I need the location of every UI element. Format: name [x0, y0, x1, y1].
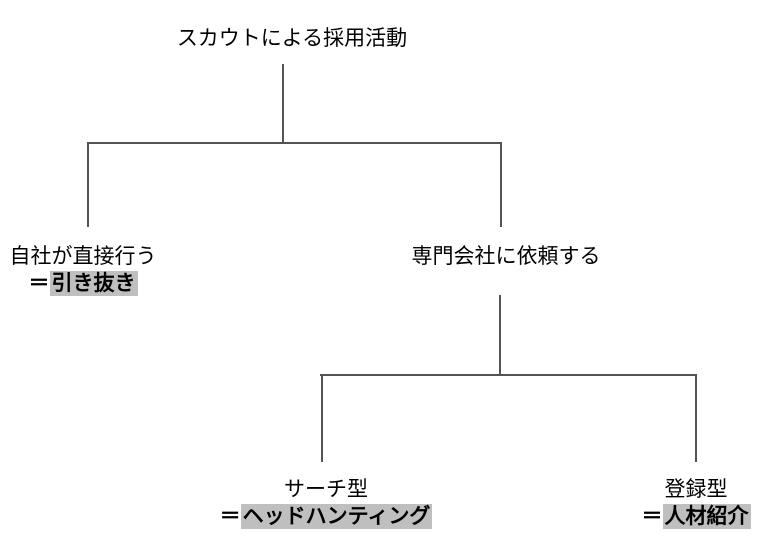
node-search-type-equals-line: ＝ヘッドハンティング [201, 503, 451, 530]
node-agency: 専門会社に依頼する [396, 243, 616, 270]
node-registered-type-term-highlight: 人材紹介 [662, 504, 751, 529]
node-search-type: サーチ型 ＝ヘッドハンティング [201, 476, 451, 530]
node-direct-label: 自社が直接行う [9, 245, 157, 268]
node-direct-term-highlight: 引き抜き [49, 271, 138, 296]
equals-sign: ＝ [219, 505, 241, 528]
node-search-type-term-highlight: ヘッドハンティング [240, 504, 433, 529]
node-direct: 自社が直接行う ＝引き抜き [3, 243, 163, 297]
node-direct-equals-line: ＝引き抜き [3, 270, 163, 297]
node-registered-type-label: 登録型 [664, 478, 728, 501]
equals-sign: ＝ [28, 272, 50, 295]
root-node-label: スカウトによる採用活動 [176, 27, 408, 50]
node-search-type-label: サーチ型 [284, 478, 368, 501]
node-agency-label: 専門会社に依頼する [411, 245, 601, 268]
equals-sign: ＝ [641, 505, 663, 528]
node-registered-type-equals-line: ＝人材紹介 [596, 503, 770, 530]
node-registered-type: 登録型 ＝人材紹介 [596, 476, 770, 530]
